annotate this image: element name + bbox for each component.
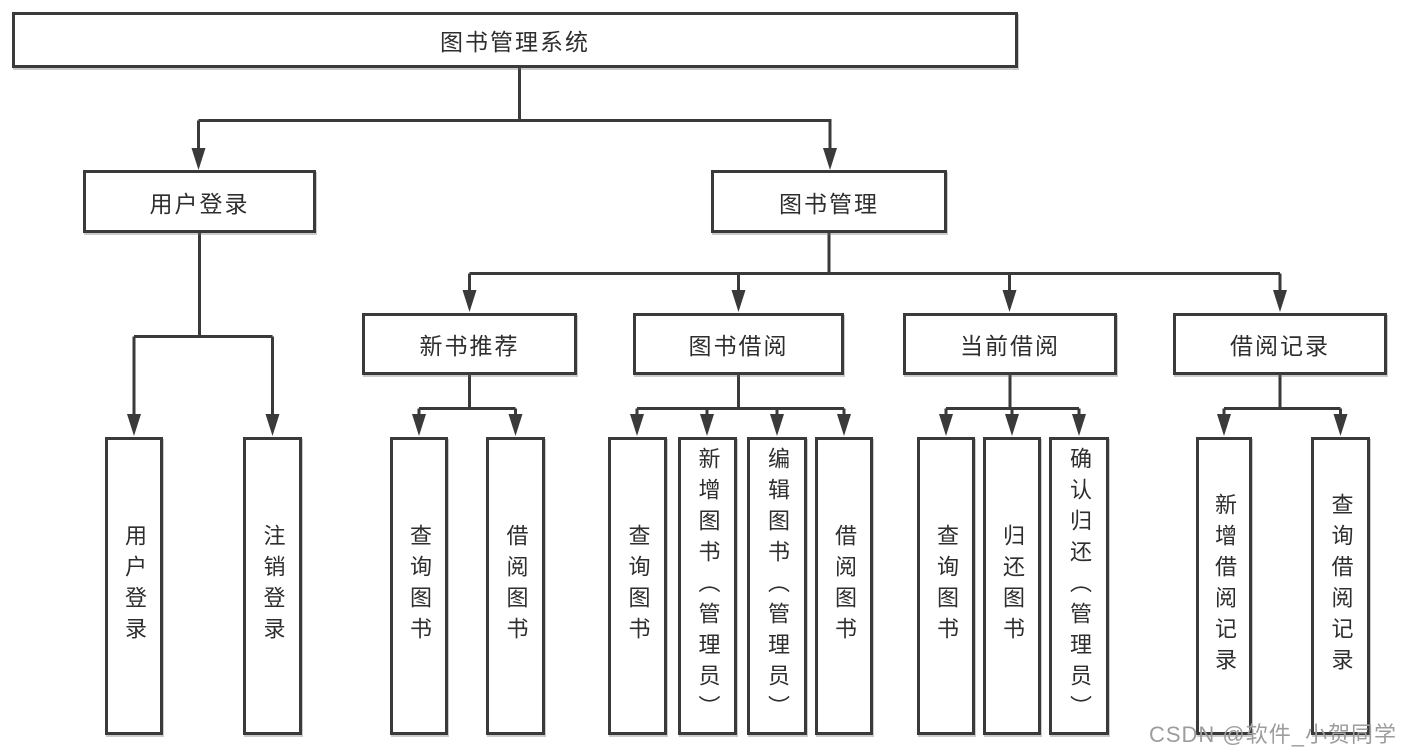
csdn-watermark: CSDN @软件_小贺同学 (1148, 722, 1397, 747)
leaf-borrow-books-newbook: 借阅图书 (486, 437, 545, 735)
leaf-confirm-return-admin: 确认归还（管理员） (1049, 437, 1109, 735)
node-root-system: 图书管理系统 (12, 12, 1018, 68)
node-label: 注销登录 (260, 524, 286, 648)
node-label: 查询图书 (407, 524, 432, 648)
leaf-borrow-books-borrow: 借阅图书 (815, 437, 873, 735)
node-label: 借阅图书 (832, 524, 857, 648)
node-new-book-recommend: 新书推荐 (362, 313, 577, 375)
node-label: 新书推荐 (419, 333, 520, 359)
node-book-management: 图书管理 (711, 170, 947, 233)
node-label: 归还图书 (1000, 524, 1025, 648)
node-label: 借阅记录 (1230, 333, 1330, 359)
node-label: 编辑图书（管理员） (765, 446, 790, 726)
node-label: 查询图书 (625, 524, 651, 648)
node-label: 用户登录 (149, 190, 250, 217)
node-label: 图书借阅 (688, 333, 789, 359)
node-label: 图书管理 (779, 190, 879, 217)
node-label: 借阅图书 (503, 524, 529, 648)
leaf-query-books-borrow: 查询图书 (608, 437, 667, 735)
node-book-borrow: 图书借阅 (633, 313, 844, 375)
leaf-return-book: 归还图书 (983, 437, 1041, 735)
node-label: 查询图书 (934, 524, 959, 648)
leaf-add-borrow-record: 新增借阅记录 (1196, 437, 1252, 735)
leaf-user-login: 用户登录 (105, 437, 163, 735)
arrowheads (127, 148, 1348, 436)
node-label: 用户登录 (122, 524, 147, 648)
leaf-add-book-admin: 新增图书（管理员） (678, 437, 737, 735)
leaf-logout: 注销登录 (243, 437, 302, 735)
node-current-borrow: 当前借阅 (903, 313, 1117, 375)
node-label: 新增借阅记录 (1212, 493, 1237, 679)
leaf-query-borrow-record: 查询借阅记录 (1311, 437, 1370, 735)
node-label: 新增图书（管理员） (695, 446, 721, 726)
node-label: 当前借阅 (960, 333, 1060, 359)
node-label: 确认归还（管理员） (1067, 446, 1092, 726)
node-label: 图书管理系统 (440, 29, 590, 55)
node-user-login: 用户登录 (83, 170, 316, 233)
leaf-edit-book-admin: 编辑图书（管理员） (747, 437, 807, 735)
leaf-query-books-newbook: 查询图书 (390, 437, 448, 735)
node-label: 查询借阅记录 (1328, 493, 1354, 679)
leaf-query-books-current: 查询图书 (917, 437, 975, 735)
node-borrow-records: 借阅记录 (1173, 313, 1387, 375)
